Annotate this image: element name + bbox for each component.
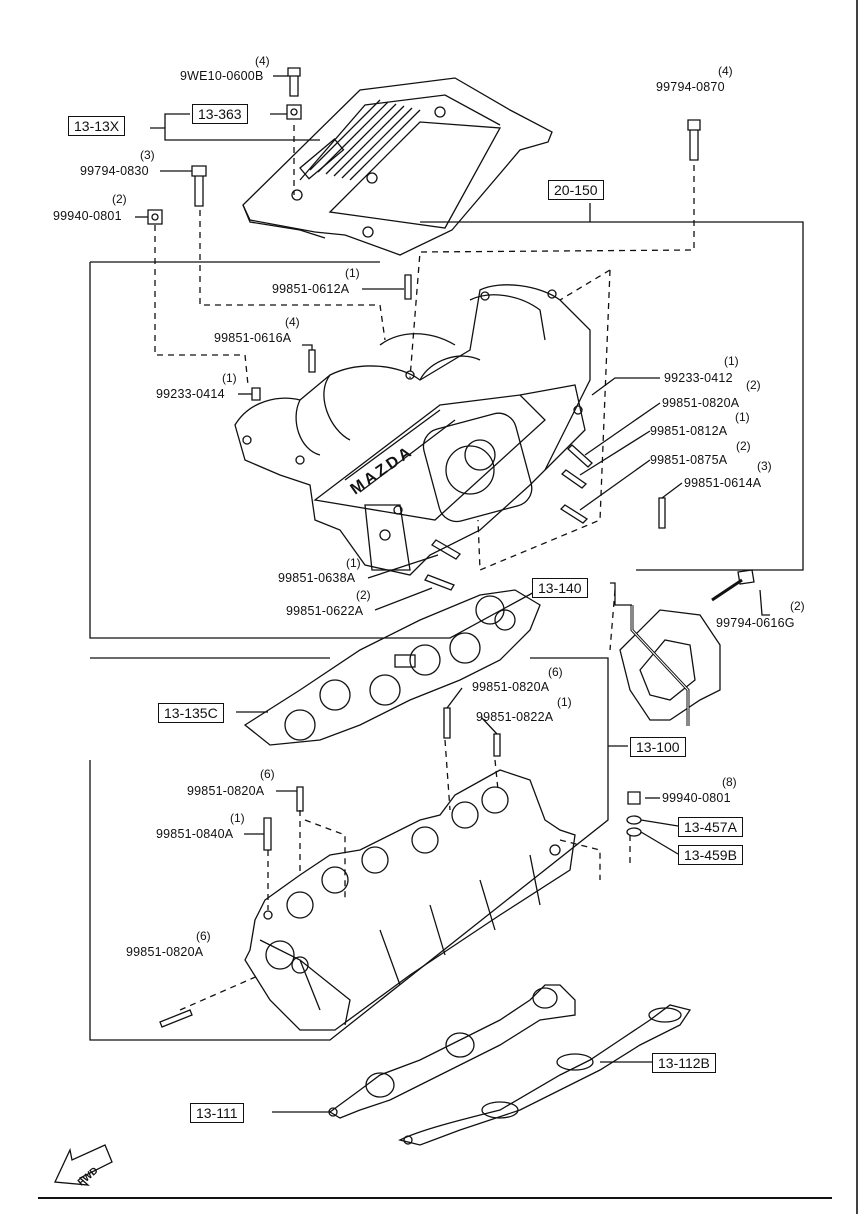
engine-cover [242,77,553,256]
part-qty: (6) [196,929,211,943]
nut-washer-icon [626,791,642,837]
group-frame-13-100 [89,657,609,1041]
stud-icon [251,274,666,591]
part-number[interactable]: 99794-0870 [656,80,725,94]
part-qty: (1) [345,266,360,280]
part-qty: (4) [285,315,300,329]
part-qty: (3) [140,148,155,162]
part-number[interactable]: 99851-0616A [214,331,292,345]
ref-box-20-150[interactable]: 20-150 [548,180,604,200]
part-qty: (1) [230,811,245,825]
part-number[interactable]: 99794-0616G [716,616,795,630]
bracket-13-140 [619,569,755,726]
part-number[interactable]: 99851-0614A [684,476,762,490]
part-qty: (1) [735,410,750,424]
part-number[interactable]: 99851-0638A [278,571,356,585]
assembly-dash-lines [154,125,695,1011]
part-number[interactable]: 99851-0875A [650,453,728,467]
part-qty: (1) [724,354,739,368]
part-qty: (1) [346,556,361,570]
gasket-13-112b [398,1004,692,1146]
part-qty: (8) [722,775,737,789]
part-number[interactable]: 99851-0612A [272,282,350,296]
part-number[interactable]: 99851-0820A [662,396,740,410]
ref-box-13-140[interactable]: 13-140 [532,578,588,598]
gasket-13-135c [243,589,541,746]
ref-box-13-13x[interactable]: 13-13X [68,116,126,136]
ref-box-13-111[interactable]: 13-111 [190,1103,244,1123]
part-number[interactable]: 99851-0822A [476,710,554,724]
part-number[interactable]: 99851-0820A [187,784,265,798]
part-number[interactable]: 99851-0820A [126,945,204,959]
part-qty: (1) [222,371,237,385]
part-qty: (6) [548,665,563,679]
ref-box-13-112b[interactable]: 13-112B [652,1053,716,1073]
part-number[interactable]: 99851-0622A [286,604,364,618]
part-number[interactable]: 9WE10-0600B [180,69,264,83]
part-qty: (6) [260,767,275,781]
gasket-13-111 [328,984,576,1119]
stud-icon [159,707,501,1028]
part-qty: (2) [112,192,127,206]
part-qty: (3) [757,459,772,473]
ref-box-13-363[interactable]: 13-363 [192,104,248,124]
part-qty: (4) [255,54,270,68]
part-qty: (1) [557,695,572,709]
part-number[interactable]: 99940-0801 [53,209,122,223]
part-number[interactable]: 99794-0830 [80,164,149,178]
part-qty: (4) [718,64,733,78]
part-number[interactable]: 99233-0414 [156,387,225,401]
part-number[interactable]: 99940-0801 [662,791,731,805]
ref-box-13-100[interactable]: 13-100 [630,737,686,757]
group-frame-20-150 [89,221,804,639]
part-qty: (2) [746,378,761,392]
part-number[interactable]: 99233-0412 [664,371,733,385]
ref-box-13-135c[interactable]: 13-135C [158,703,224,723]
part-qty: (2) [736,439,751,453]
ref-box-13-457a[interactable]: 13-457A [678,817,743,837]
bolt-icon [147,67,701,225]
part-number[interactable]: 99851-0840A [156,827,234,841]
fwd-arrow-icon [54,1144,113,1186]
part-number[interactable]: 99851-0820A [472,680,550,694]
part-qty: (2) [356,588,371,602]
part-qty: (2) [790,599,805,613]
part-number[interactable]: 99851-0812A [650,424,728,438]
ref-box-13-459b[interactable]: 13-459B [678,845,743,865]
lower-intake-manifold [244,769,576,1031]
